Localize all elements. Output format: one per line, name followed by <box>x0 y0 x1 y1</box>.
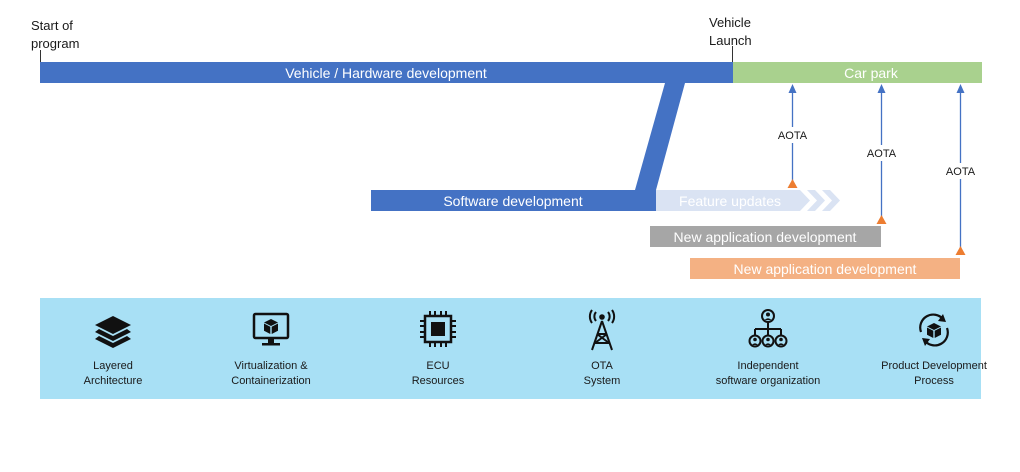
feature-updates-chevron <box>807 190 825 211</box>
start-label-line1: Start of <box>31 18 73 33</box>
org-chart-icon <box>748 309 788 348</box>
software-branch-connector <box>635 83 685 190</box>
enabler-layered-architecture: Layered Architecture <box>33 298 193 399</box>
enabler-label-line2: Resources <box>411 375 465 387</box>
aota-label-bg <box>863 145 900 161</box>
enabler-label-line1: Product Development <box>881 360 987 372</box>
enabler-label-line2: software organization <box>715 375 821 387</box>
enabler-label-line1: Independent <box>737 360 799 372</box>
launch-label-line2: Launch <box>709 33 752 48</box>
aota-arrow-head <box>788 84 797 93</box>
monitor-package-icon <box>252 312 290 346</box>
timeline-diagram: Start of program Vehicle Launch Vehicle … <box>31 15 982 279</box>
aota-arrow-head <box>956 84 965 93</box>
aota-marker <box>955 246 966 255</box>
layers-icon <box>95 316 131 348</box>
enabler-label-line1: Layered <box>93 360 133 372</box>
enabler-product-development-process: Product Development Process <box>854 298 1014 399</box>
enabler-software-organization: Independent software organization <box>688 298 848 399</box>
new-application-label-orange: New application development <box>734 261 917 277</box>
new-application-bar-orange <box>690 258 960 279</box>
aota-marker <box>787 179 798 188</box>
enabler-label-line1: Virtualization & <box>234 360 308 372</box>
enabler-ecu-resources: ECU Resources <box>358 298 518 399</box>
software-development-label: Software development <box>443 193 582 209</box>
feature-updates-bar <box>656 190 810 211</box>
software-development-bar <box>371 190 656 211</box>
enabler-label-line1: ECU <box>426 360 450 372</box>
launch-label-line1: Vehicle <box>709 15 751 30</box>
chip-icon <box>420 311 456 347</box>
aota-label-bg <box>942 163 979 179</box>
new-application-bar-gray <box>650 226 881 247</box>
feature-updates-label: Feature updates <box>679 193 781 209</box>
package-cycle-icon <box>919 313 949 347</box>
car-park-bar <box>733 62 982 83</box>
new-application-label-gray: New application development <box>674 229 857 245</box>
start-label-line2: program <box>31 36 79 51</box>
aota-label-bg <box>774 127 811 143</box>
car-park-label: Car park <box>844 65 899 81</box>
enabler-label-line2: Process <box>914 375 954 387</box>
aota-label: AOTA <box>778 130 808 142</box>
feature-updates-chevron <box>822 190 840 211</box>
vehicle-development-label: Vehicle / Hardware development <box>285 65 487 81</box>
antenna-tower-icon <box>588 309 616 351</box>
enabler-label-line2: Containerization <box>231 375 311 387</box>
aota-marker <box>876 215 887 224</box>
aota-label: AOTA <box>867 148 897 160</box>
aota-label: AOTA <box>946 166 976 178</box>
enabler-label-line2: System <box>583 375 621 387</box>
vehicle-development-bar <box>40 62 733 83</box>
enablers-panel: Layered Architecture Virtualization & Co… <box>40 298 987 399</box>
enabler-virtualization: Virtualization & Containerization <box>191 298 351 399</box>
enabler-ota-system: OTA System <box>522 298 682 399</box>
enabler-label-line1: OTA <box>591 360 613 372</box>
aota-arrow-head <box>877 84 886 93</box>
enabler-label-line2: Architecture <box>83 375 143 387</box>
